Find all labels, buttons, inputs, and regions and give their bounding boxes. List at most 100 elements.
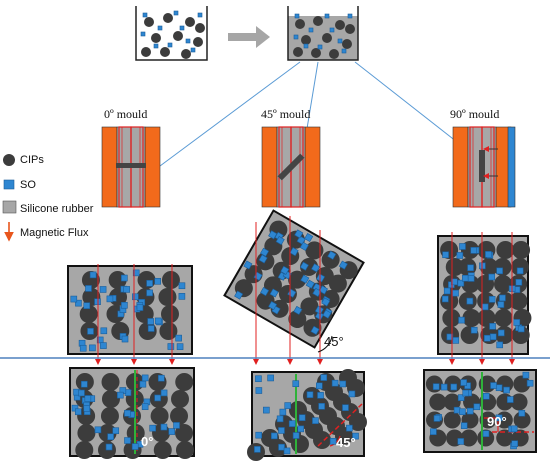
so-particle — [141, 374, 149, 382]
so-particle — [310, 325, 320, 335]
so-particle — [442, 295, 449, 303]
so-particle — [255, 375, 262, 383]
so-particle — [190, 47, 196, 53]
angle-45-arc — [317, 335, 333, 353]
so-particle — [337, 38, 343, 44]
beaker-mixed — [135, 6, 208, 61]
so-particle — [462, 389, 470, 397]
cip-particle — [335, 427, 353, 445]
so-particle — [308, 27, 314, 33]
cip-particle — [195, 23, 205, 33]
so-particle — [466, 407, 474, 415]
legend-so-icon — [3, 179, 15, 190]
cip-particle — [163, 13, 173, 23]
cip-particle — [160, 305, 179, 323]
cip-particle — [300, 257, 319, 276]
angle-0-label: 0° — [141, 434, 154, 449]
cip-particle — [263, 276, 282, 295]
composite-block-90 — [437, 235, 532, 355]
so-particle — [459, 408, 466, 416]
so-particle — [457, 438, 465, 445]
cip-particle — [181, 49, 191, 59]
cip-particle — [175, 373, 194, 391]
so-particle — [154, 394, 161, 402]
beaker-silicone — [287, 6, 359, 61]
so-particle — [154, 317, 162, 325]
so-particle — [94, 426, 102, 434]
so-particle — [124, 437, 131, 444]
so-particle — [348, 390, 356, 398]
so-particle — [303, 43, 309, 49]
so-particle — [341, 48, 347, 54]
so-particle — [99, 286, 107, 293]
so-particle — [497, 329, 505, 337]
cip-particle — [509, 292, 528, 310]
sample-slab — [479, 150, 485, 182]
cip-particle — [443, 411, 461, 429]
legend-silicone-icon — [2, 200, 17, 214]
mould-90 — [452, 126, 512, 208]
so-particle — [329, 437, 337, 445]
so-particle — [450, 383, 458, 391]
so-particle — [331, 379, 339, 387]
cip-particle — [77, 424, 96, 442]
cip-particle — [479, 411, 497, 429]
so-particle — [263, 406, 270, 414]
so-particle — [496, 341, 504, 349]
cip-particle — [313, 16, 323, 26]
so-particle — [121, 335, 129, 343]
so-particle — [460, 422, 468, 429]
cip-particle — [494, 309, 513, 327]
so-particle — [430, 428, 437, 435]
so-particle — [515, 278, 523, 286]
so-particle — [321, 297, 331, 307]
mould-45 — [261, 126, 321, 208]
sample-0 — [69, 367, 195, 459]
cip-particle — [496, 429, 514, 447]
so-particle — [490, 382, 497, 389]
so-particle — [284, 402, 292, 409]
so-particle — [329, 27, 335, 33]
so-particle — [466, 297, 474, 305]
sample-45 — [247, 369, 367, 461]
so-particle — [517, 325, 525, 333]
so-particle — [292, 432, 300, 439]
legend-flux-label: Magnetic Flux — [20, 227, 89, 239]
so-particle — [352, 432, 359, 440]
so-particle — [318, 403, 325, 410]
so-particle — [446, 333, 454, 341]
so-particle — [318, 285, 328, 295]
so-particle — [297, 425, 305, 433]
so-particle — [488, 296, 496, 303]
process-arrow-head — [256, 26, 270, 48]
so-particle — [457, 279, 465, 287]
so-particle — [513, 319, 521, 326]
cip-particle — [288, 310, 307, 329]
cip-particle — [301, 35, 311, 45]
cip-particle — [493, 275, 512, 293]
so-particle — [83, 405, 91, 412]
so-particle — [339, 380, 347, 388]
sample-slab — [277, 153, 305, 181]
so-particle — [279, 408, 287, 416]
so-particle — [278, 443, 285, 451]
so-particle — [185, 38, 191, 44]
so-particle — [452, 289, 459, 297]
so-particle — [123, 286, 130, 293]
so-particle — [173, 422, 180, 429]
so-particle — [255, 431, 263, 439]
so-particle — [293, 34, 299, 40]
so-particle — [294, 13, 300, 19]
so-particle — [278, 427, 285, 434]
so-particle — [75, 408, 82, 416]
cip-particle — [313, 431, 331, 449]
so-particle — [83, 302, 91, 309]
so-particle — [112, 427, 120, 435]
so-particle — [451, 278, 458, 286]
cip-particle — [300, 297, 319, 316]
so-particle — [87, 327, 94, 335]
so-particle — [305, 279, 315, 289]
so-particle — [117, 391, 124, 399]
so-particle — [488, 273, 496, 281]
